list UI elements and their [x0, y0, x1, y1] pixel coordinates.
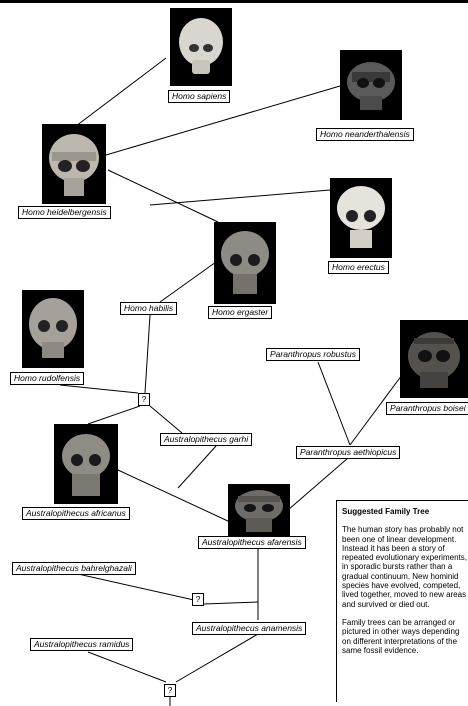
line-garhi-africanus-path [177, 445, 217, 489]
homo-ergaster-skull-image [214, 222, 276, 304]
line-anamensis-qbox3 [175, 633, 259, 683]
unknown-ancestor-marker: ? [192, 593, 204, 606]
top-border [0, 0, 468, 3]
unknown-ancestor-marker: ? [138, 393, 150, 406]
line-heidelbergensis-ergaster [107, 169, 219, 223]
label-australopithecus-africanus: Australopithecus africanus [22, 507, 130, 520]
label-australopithecus-bahrelghazali: Australopithecus bahrelghazali [12, 562, 136, 575]
label-homo-sapiens: Homo sapiens [168, 90, 231, 103]
homo-rudolfensis-skull-image [22, 290, 84, 368]
info-panel: Suggested Family Tree The human story ha… [336, 500, 468, 702]
homo-heidelbergensis-skull-image [42, 124, 106, 204]
line-habilis-qbox1 [144, 314, 151, 394]
line-erectus-heidelbergensis [149, 189, 331, 206]
australopithecus-afarensis-skull-image [228, 484, 290, 536]
line-rudolfensis-qbox1 [59, 384, 139, 394]
line-ramidus-qbox3 [87, 651, 167, 683]
label-paranthropus-boisei: Paranthropus boisei [386, 402, 468, 415]
line-africanus-afarensis [117, 469, 231, 523]
line-ergaster-habilis [159, 261, 217, 303]
line-bahrelghazali-qbox2 [77, 573, 195, 601]
line-aethiopicus-afarensis [287, 457, 349, 511]
label-australopithecus-anamensis: Australopithecus anamensis [192, 622, 307, 635]
line-qbox1-africanus [87, 405, 141, 425]
homo-erectus-skull-image [330, 178, 392, 258]
label-paranthropus-robustus: Paranthropus robustus [266, 348, 360, 361]
homo-sapiens-skull-image [170, 8, 232, 86]
australopithecus-africanus-skull-image [54, 424, 118, 504]
line-sapiens-heidelbergensis [75, 57, 167, 127]
label-paranthropus-aethiopicus: Paranthropus aethiopicus [296, 446, 401, 459]
label-australopithecus-ramidus: Australopithecus ramidus [30, 638, 134, 651]
label-homo-habilis: Homo habilis [120, 302, 178, 315]
info-title: Suggested Family Tree [342, 507, 430, 516]
line-neanderthalensis-heidelbergensis [105, 85, 341, 156]
info-paragraph-2: Family trees can be arranged or pictured… [342, 617, 460, 655]
label-homo-ergaster: Homo ergaster [208, 306, 273, 319]
paranthropus-boisei-skull-image [400, 320, 468, 398]
homo-neanderthalensis-skull-image [340, 50, 402, 120]
label-australopithecus-afarensis: Australopithecus afarensis [198, 536, 306, 549]
line-boisei-aethiopicus [349, 374, 403, 446]
line-robustus-aethiopicus [317, 361, 351, 446]
label-homo-neanderthalensis: Homo neanderthalensis [316, 128, 414, 141]
label-homo-heidelbergensis: Homo heidelbergensis [18, 206, 111, 219]
line-qbox2-anamensis-trunk [203, 601, 259, 605]
info-paragraph-1: The human story has probably not been on… [342, 525, 467, 609]
label-australopithecus-garhi: Australopithecus garhi [160, 433, 253, 446]
label-homo-erectus: Homo erectus [328, 261, 389, 274]
label-homo-rudolfensis: Homo rudolfensis [10, 372, 85, 385]
line-qbox1-garhi [149, 405, 183, 434]
unknown-ancestor-marker: ? [164, 684, 176, 697]
